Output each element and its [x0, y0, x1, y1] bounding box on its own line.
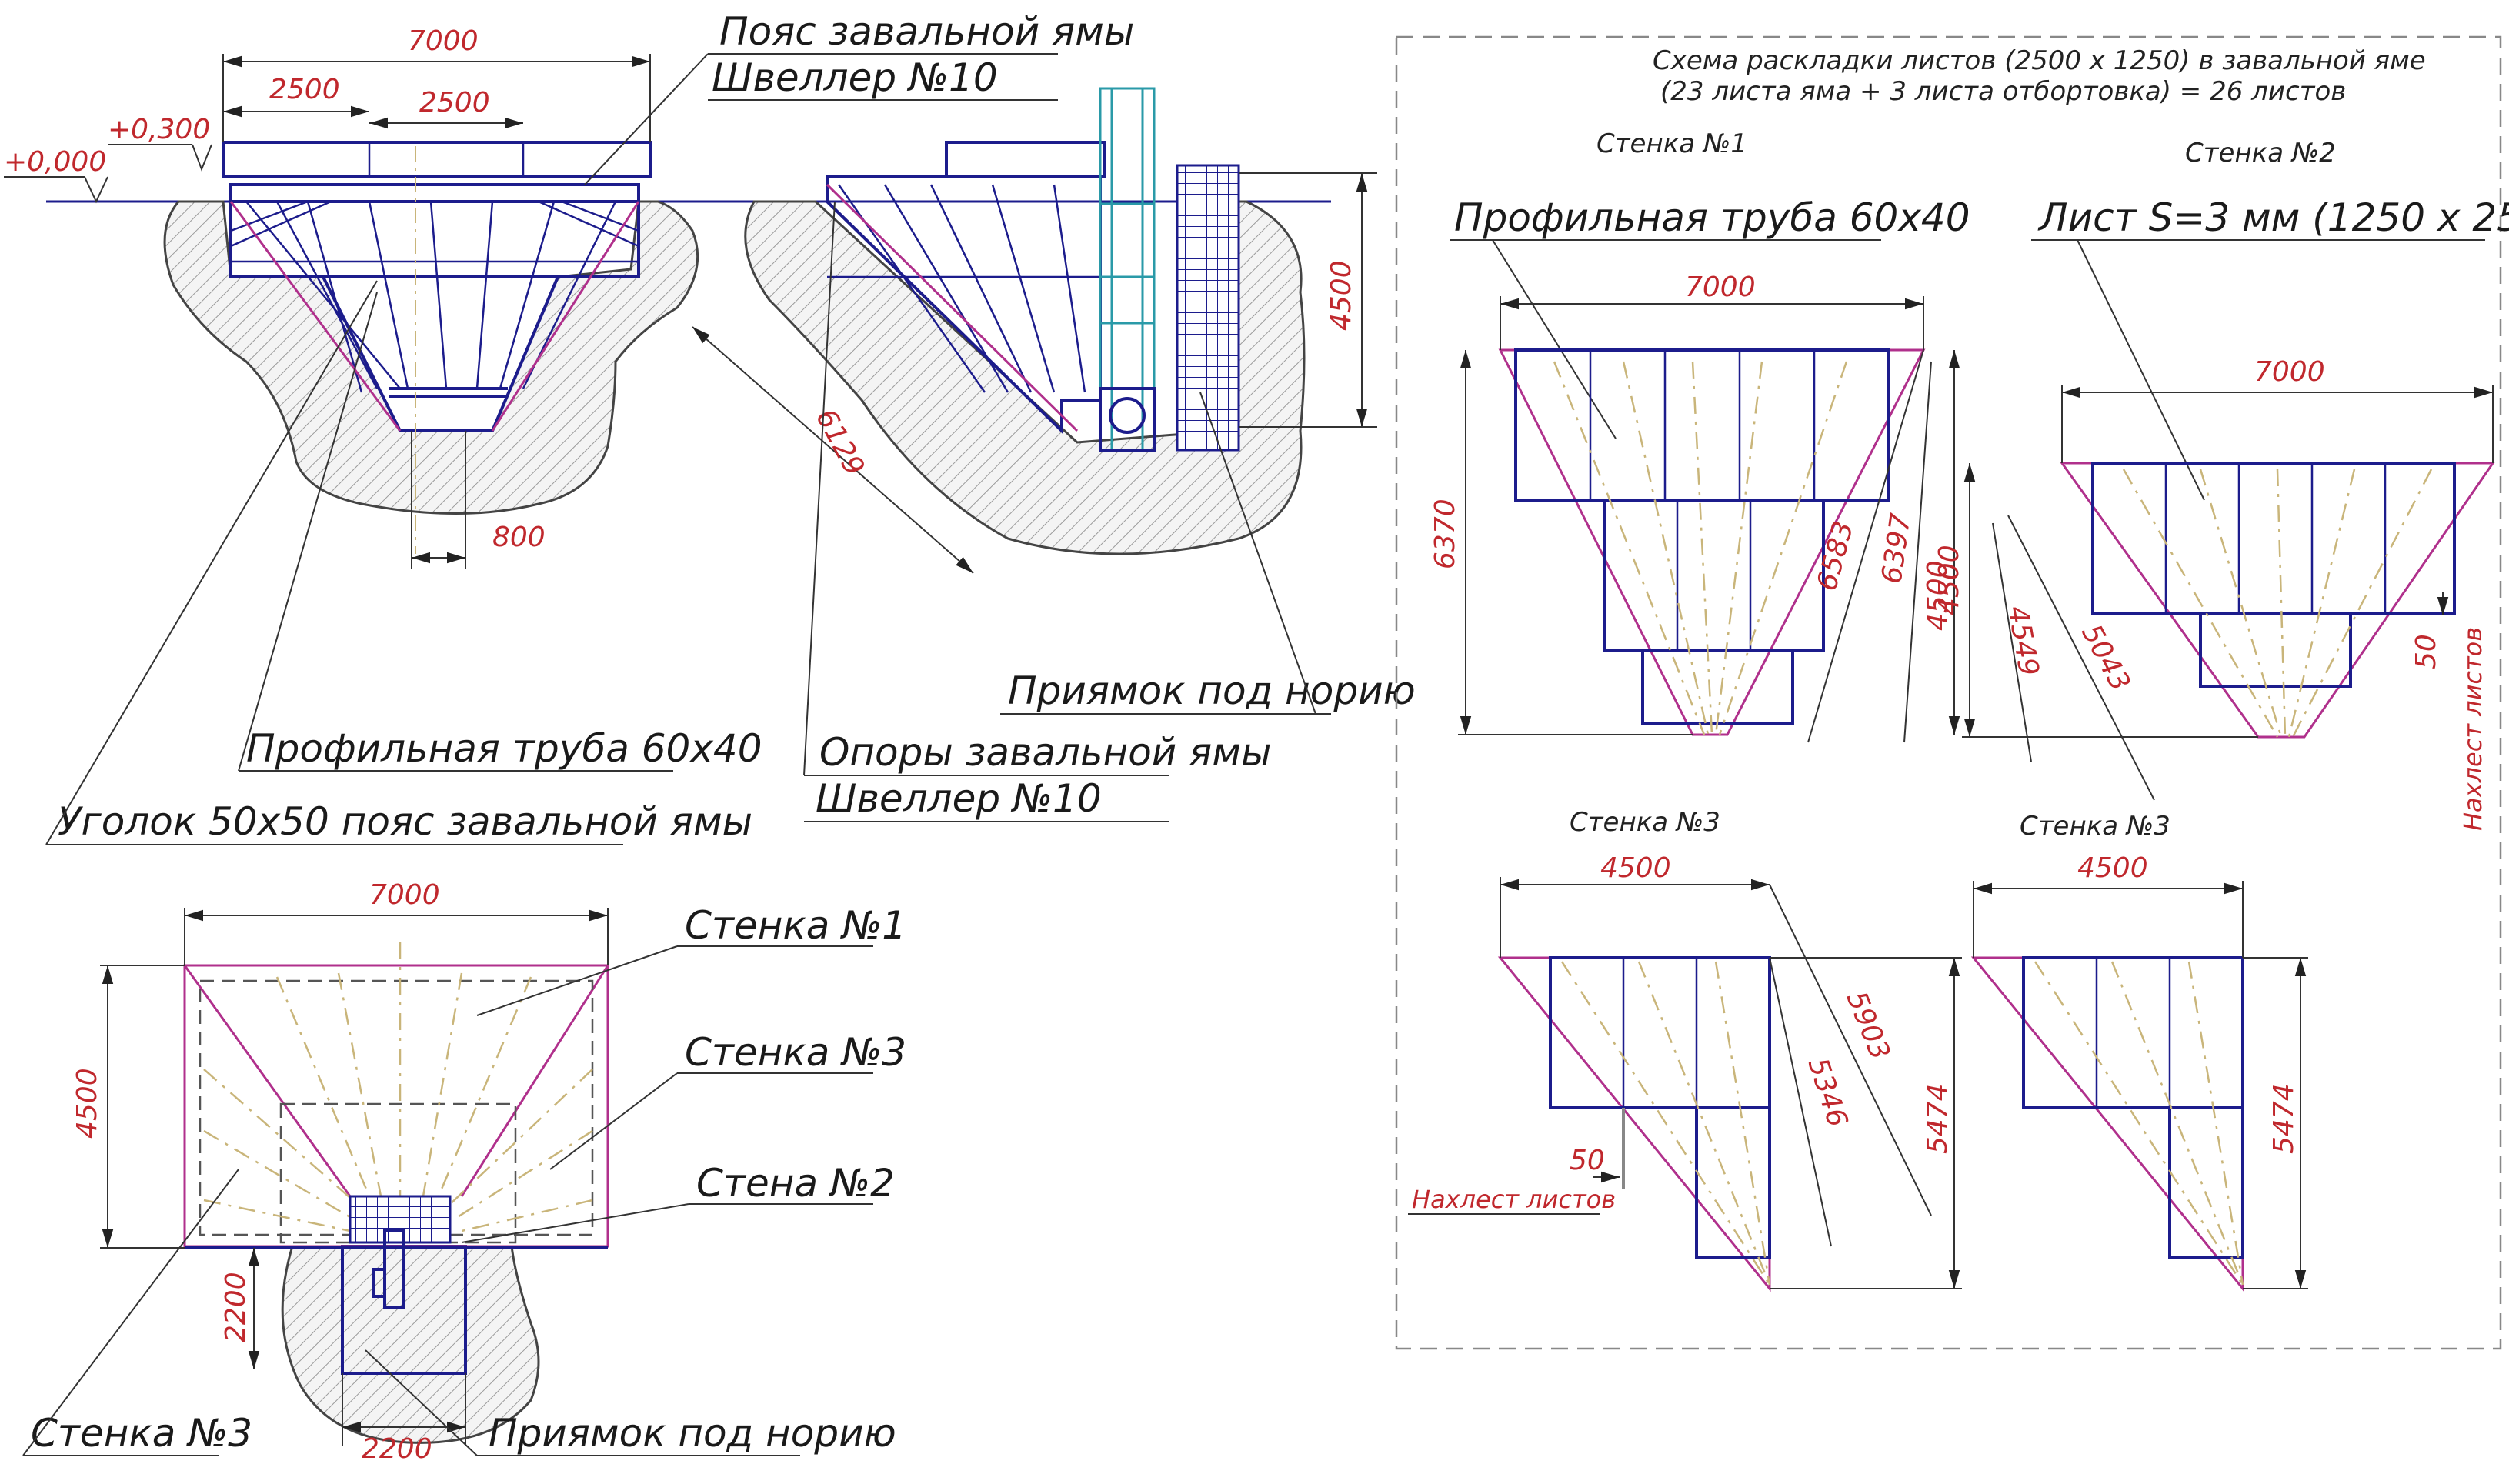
wall3a-caption: Стенка №3	[1570, 807, 1720, 838]
dim-slope: 6129	[809, 404, 870, 481]
wall3a-layout: Стенка №3 4500 5903 5346 5474 50 Нахлест…	[1408, 807, 1962, 1292]
w3a-dim-overlap: 50	[1570, 1145, 1605, 1176]
wall1-layout: Стенка №1 Профильная труба 60х40 7000 63…	[1430, 128, 1970, 743]
plan-wall3-left: Стенка №3	[31, 1411, 252, 1456]
pipe-label: Профильная труба 60х40	[246, 726, 762, 771]
plan-dim-height: 4500	[72, 1068, 103, 1139]
belt-label: Пояс завальной ямы	[719, 9, 1134, 54]
plan-wall2: Стена №2	[696, 1161, 895, 1206]
soil-left	[163, 200, 699, 515]
level-top: +0,300	[108, 114, 210, 145]
wall1-caption: Стенка №1	[1596, 128, 1747, 159]
w3a-dim-h3: 5474	[1922, 1083, 1953, 1154]
plan-callouts: Стенка №1 Стенка №3 Стена №2 Стенка №3 П…	[22, 903, 906, 1456]
plan-wall3: Стенка №3	[685, 1030, 906, 1075]
channel-label-2: Швеллер №10	[816, 776, 1102, 821]
dim-part2: 2500	[419, 87, 490, 118]
dim-bottom: 800	[492, 522, 546, 553]
w3b-dim-h1: 5474	[2268, 1083, 2300, 1154]
wall1-pipe-label: Профильная труба 60х40	[1454, 195, 1970, 240]
scheme-frame	[1395, 35, 2502, 1350]
w1-dim-width: 7000	[1685, 272, 1756, 303]
wall3b-layout: Стенка №3 4500 5474	[1970, 811, 2308, 1292]
angle-label: Уголок 50х50 пояс завальной ямы	[58, 799, 752, 844]
soil-right	[744, 200, 1306, 555]
w1-dim-h1: 6370	[1430, 499, 1461, 569]
w3b-dim-width: 4500	[2077, 852, 2148, 884]
plan-pit-label: Приямок под норию	[489, 1411, 896, 1456]
level-marks: +0,000 +0,300	[4, 114, 212, 204]
w2-dim-h1: 4549	[2001, 603, 2044, 678]
dim-part1: 2500	[269, 74, 340, 105]
dim-total: 7000	[408, 25, 479, 57]
channel-label-1: Швеллер №10	[712, 55, 998, 100]
section-view: +0,000 +0,300 7000 2500 2500 800 4500	[4, 9, 1416, 845]
plan-dimensions: 7000 4500 2200 2200	[72, 879, 609, 1465]
elevator-shaft	[1099, 87, 1156, 452]
scheme-title-2: (23 листа яма + 3 листа отбортовка) = 26…	[1660, 76, 2346, 107]
plan-wall1: Стенка №1	[685, 903, 906, 948]
dim-depth: 4500	[1326, 260, 1357, 331]
plan-dim-pit-width: 2200	[362, 1433, 432, 1465]
w1-dim-h4: 4500	[1922, 560, 1953, 631]
plan-view: 7000 4500 2200 2200 Стенка №1 Стенка №3 …	[22, 879, 906, 1465]
plan-dim-pit-depth: 2200	[220, 1272, 252, 1342]
w2-dim-h2: 5043	[2075, 619, 2136, 696]
w1-dim-h3: 6397	[1876, 512, 1917, 586]
plan-dim-width: 7000	[369, 879, 440, 911]
scheme-title-1: Схема раскладки листов (2500 х 1250) в з…	[1653, 45, 2426, 76]
wall2-caption: Стенка №2	[2185, 138, 2336, 168]
w3a-dim-h2: 5346	[1801, 1054, 1853, 1131]
w3a-dim-h1: 5903	[1840, 987, 1896, 1064]
pit-label: Приямок под норию	[1008, 669, 1416, 713]
w2-dim-h4: 4500	[1933, 545, 1965, 615]
sheet-layout-scheme: Схема раскладки листов (2500 х 1250) в з…	[1395, 35, 2509, 1350]
w2-dim-width: 7000	[2254, 356, 2325, 388]
supports-label: Опоры завальной ямы	[819, 730, 1271, 775]
wall2-sheet-label: Лист S=3 мм (1250 х 2500)	[2037, 195, 2509, 240]
level-zero: +0,000	[4, 146, 106, 178]
elevator-grid-block	[1176, 164, 1240, 452]
section-dimensions: 7000 2500 2500 800 4500 6129	[222, 25, 1377, 574]
w3a-overlap-label: Нахлест листов	[1412, 1185, 1616, 1214]
w3a-dim-width: 4500	[1600, 852, 1671, 884]
w1-dim-h2: 6583	[1811, 518, 1860, 594]
w2-dim-overlap: 50	[2411, 634, 2442, 669]
plan-pit-soil	[281, 1245, 540, 1444]
section-callouts: Пояс завальной ямы Швеллер №10 Профильна…	[45, 9, 1416, 845]
wall2-layout: Стенка №2 Лист S=3 мм (1250 х 2500) 7000…	[1933, 138, 2509, 831]
plan-grid-block	[349, 1195, 452, 1244]
w2-overlap-label: Нахлест листов	[2458, 627, 2487, 831]
wall3b-caption: Стенка №3	[2020, 811, 2170, 842]
